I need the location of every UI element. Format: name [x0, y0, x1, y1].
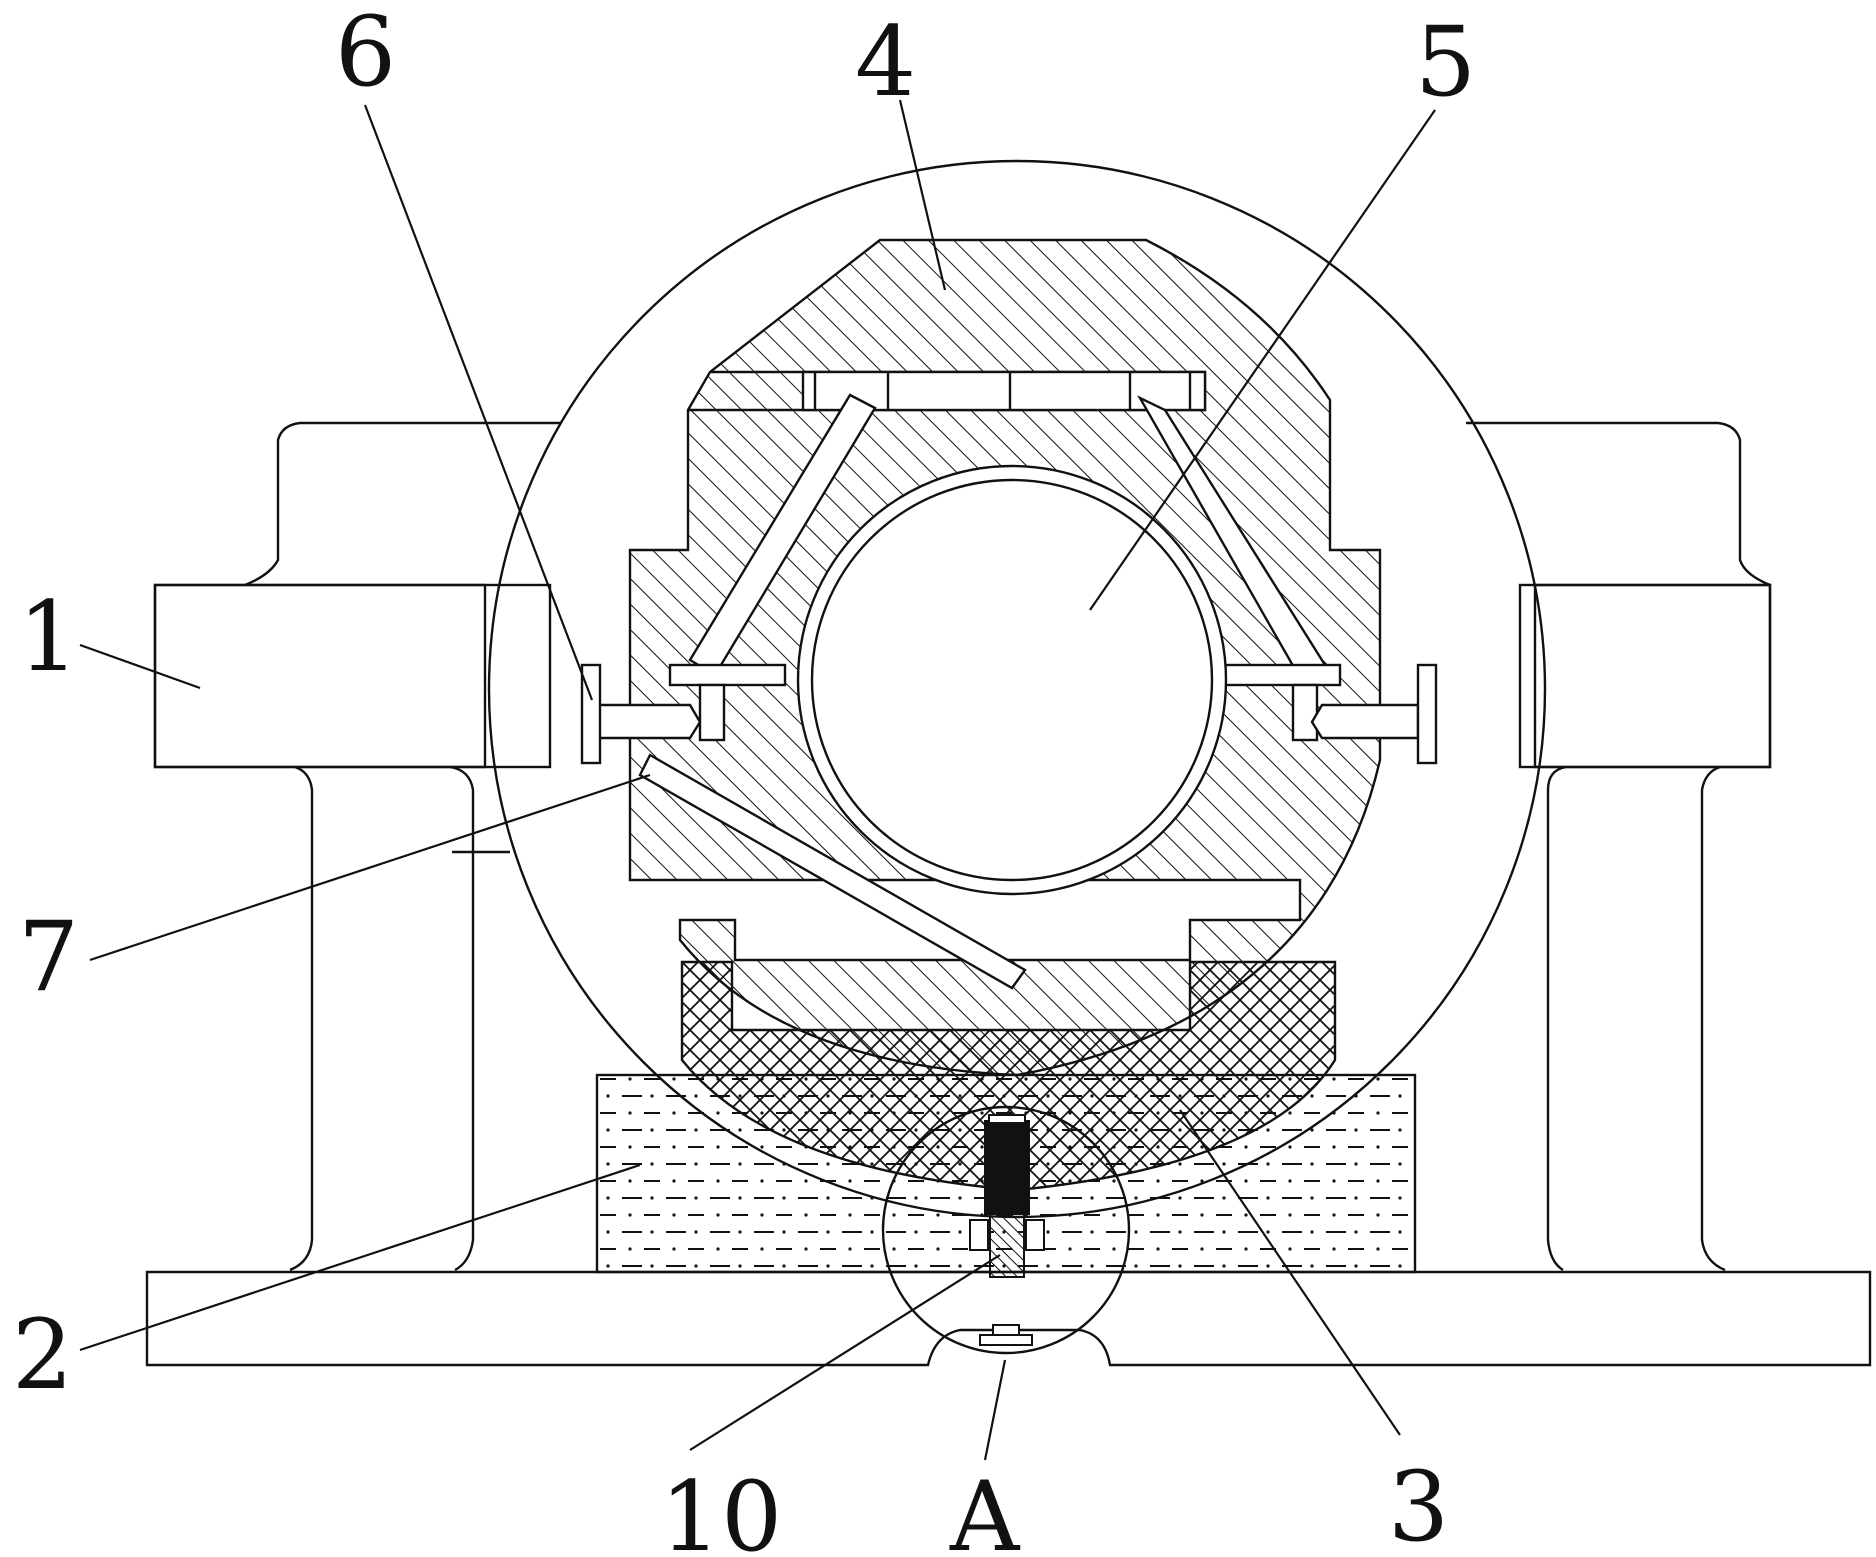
label-a: A: [949, 1461, 1021, 1557]
housing-right: [1466, 421, 1772, 1272]
housing-left-front: [153, 583, 487, 769]
housing-left: [153, 421, 560, 1272]
base-plate: [145, 1270, 1872, 1367]
label-3: 3: [1388, 1451, 1449, 1557]
shaft: [796, 464, 1228, 896]
labels: 1 2 3 4 5 6 7 10 A: [12, 0, 1476, 1557]
right-pin: [1223, 663, 1438, 765]
left-pin: [580, 663, 787, 765]
label-10: 10: [660, 1461, 782, 1557]
label-7: 7: [18, 901, 79, 1013]
label-1: 1: [18, 581, 79, 693]
seat-block: [680, 960, 1337, 1192]
label-4: 4: [855, 6, 916, 118]
label-6: 6: [335, 0, 396, 108]
leader-lines: [79, 99, 1436, 1461]
label-5: 5: [1415, 6, 1476, 118]
housing-right-front: [1533, 583, 1772, 769]
detail-a: [881, 1105, 1131, 1355]
label-2: 2: [12, 1299, 73, 1411]
